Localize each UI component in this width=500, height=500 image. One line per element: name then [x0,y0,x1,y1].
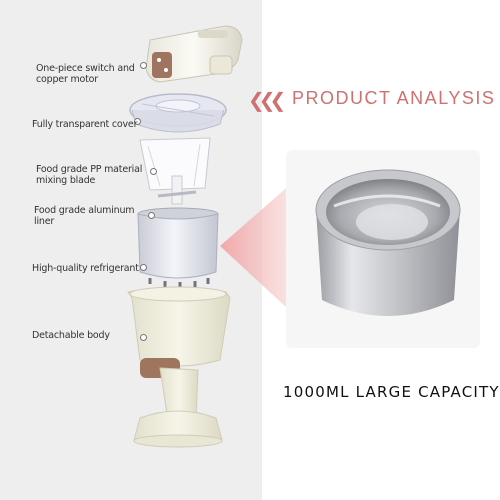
callout-dot-blade [150,168,157,175]
capacity-caption: 1000ML LARGE CAPACITY [283,383,500,401]
triple-left-chevron-icon: ❮❮❮ [248,88,286,112]
detachable-body [127,286,231,448]
label-refrigerant: High-quality refrigerant [32,263,139,274]
aluminum-liner [137,207,219,288]
product-exploded-illustration [127,25,243,448]
mixing-blade [139,137,211,205]
product-analysis-heading: PRODUCT ANALYSIS [292,88,496,108]
motor-unit [145,25,243,83]
callout-dot-motor [140,62,147,69]
callout-dot-refrigerant [140,264,147,271]
transparent-cover [129,93,227,133]
label-transparent-cover: Fully transparent cover [32,119,138,130]
callout-dot-cover [134,118,141,125]
callout-dot-body [140,334,147,341]
aluminum-liner-photo [315,169,461,316]
label-detachable-body: Detachable body [32,330,110,341]
exploded-view-panel [0,0,262,500]
callout-dot-liner [148,212,155,219]
